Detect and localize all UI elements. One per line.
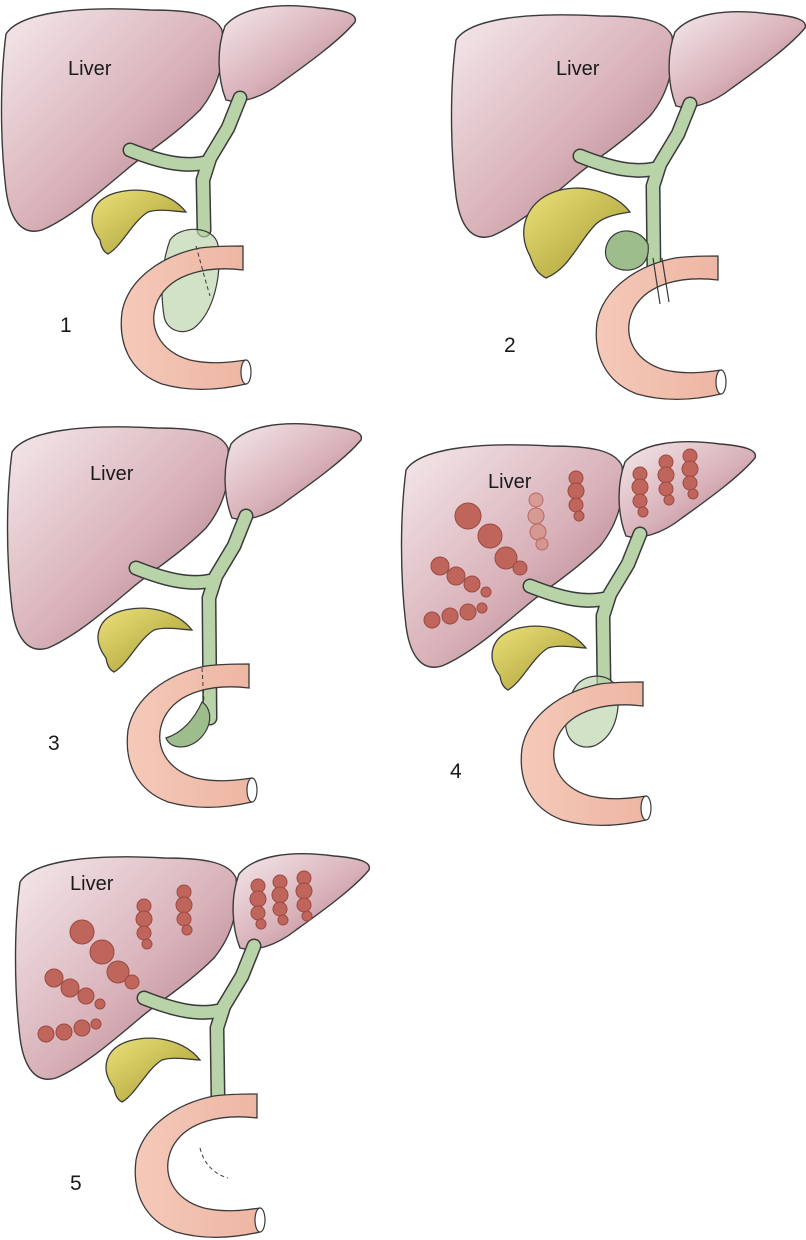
- duodenum: [521, 682, 646, 825]
- panel-3: Liver 3: [8, 424, 362, 808]
- duodenum: [596, 256, 721, 399]
- duodenum-lumen: [241, 360, 251, 384]
- duodenum: [135, 1094, 260, 1237]
- liver: [2, 6, 356, 231]
- liver-label: Liver: [70, 873, 114, 895]
- panel-number: 4: [450, 760, 462, 783]
- duodenum-lumen: [247, 778, 257, 802]
- liver-label: Liver: [68, 58, 112, 80]
- panel-1: Liver 1: [2, 6, 356, 390]
- gallbladder: [106, 1038, 200, 1102]
- duodenum-lumen: [255, 1208, 265, 1232]
- panel-number: 3: [48, 732, 60, 755]
- panel-number: 1: [60, 314, 72, 337]
- gallbladder: [492, 626, 586, 690]
- duct-behind-duodenum: [200, 1148, 228, 1178]
- panel-5: Liver 5: [16, 854, 370, 1238]
- liver-label: Liver: [556, 58, 600, 80]
- liver-label: Liver: [90, 463, 134, 485]
- liver-label: Liver: [488, 471, 532, 493]
- panel-2: Liver 2: [452, 12, 806, 400]
- choledochocele: [166, 702, 210, 747]
- diverticulum: [605, 231, 648, 270]
- liver: [16, 854, 370, 1079]
- panel-number: 5: [70, 1172, 82, 1195]
- liver: [8, 424, 362, 649]
- gallbladder: [98, 608, 192, 672]
- panel-number: 2: [504, 334, 516, 357]
- liver: [452, 12, 806, 237]
- panel-4: Liver 4: [402, 442, 756, 826]
- duodenum-lumen: [716, 370, 726, 394]
- duodenum-lumen: [641, 796, 651, 820]
